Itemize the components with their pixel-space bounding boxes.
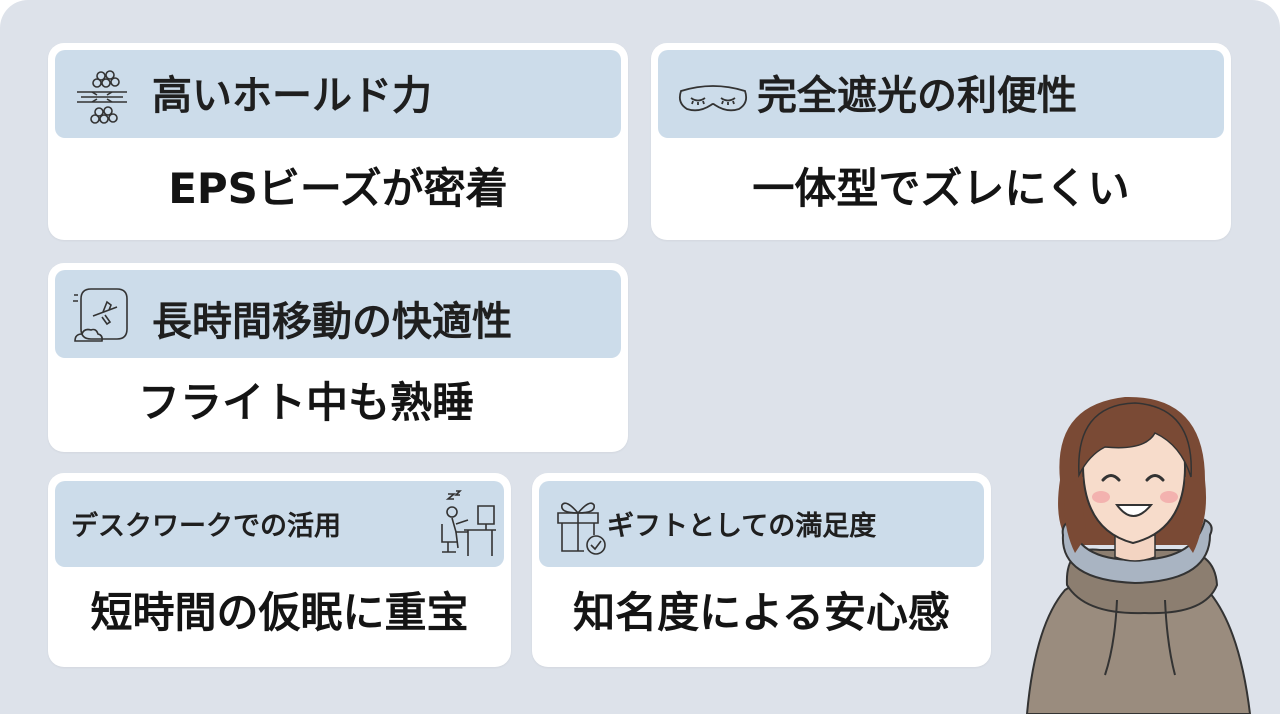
card-full-blackout: 完全遮光の利便性 一体型でズレにくい [651, 43, 1231, 240]
card-header-band [55, 481, 504, 567]
smiling-woman-illustration [1025, 396, 1252, 714]
card-desk-work: デスクワークでの活用 短時間の仮眠に重宝 [48, 473, 511, 667]
card-header-band [658, 50, 1224, 138]
card-heading: デスクワークでの活用 [71, 511, 341, 542]
card-high-hold: 高いホールド力 EPSビーズが密着 [48, 43, 628, 240]
card-gift: ギフトとしての満足度 知名度による安心感 [532, 473, 991, 667]
card-header-band [55, 50, 621, 138]
card-body: 短時間の仮眠に重宝 [90, 588, 469, 637]
card-body: フライト中も熟睡 [138, 378, 475, 427]
card-heading: 高いホールド力 [152, 73, 432, 119]
card-heading: 完全遮光の利便性 [757, 73, 1077, 119]
card-header-band [55, 270, 621, 358]
gift-check-icon [557, 502, 606, 555]
beads-compress-icon [77, 70, 127, 124]
card-body: 知名度による安心感 [573, 588, 950, 637]
card-heading: ギフトとしての満足度 [607, 511, 877, 542]
card-long-travel: 長時間移動の快適性 フライト中も熟睡 [48, 263, 628, 452]
card-header-band [539, 481, 984, 567]
desk-nap-icon [441, 490, 496, 556]
card-heading: 長時間移動の快適性 [152, 299, 512, 345]
sleep-mask-icon [678, 85, 748, 112]
card-body: EPSビーズが密着 [168, 164, 508, 213]
airplane-window-icon [73, 288, 128, 342]
card-body: 一体型でズレにくい [752, 164, 1130, 213]
